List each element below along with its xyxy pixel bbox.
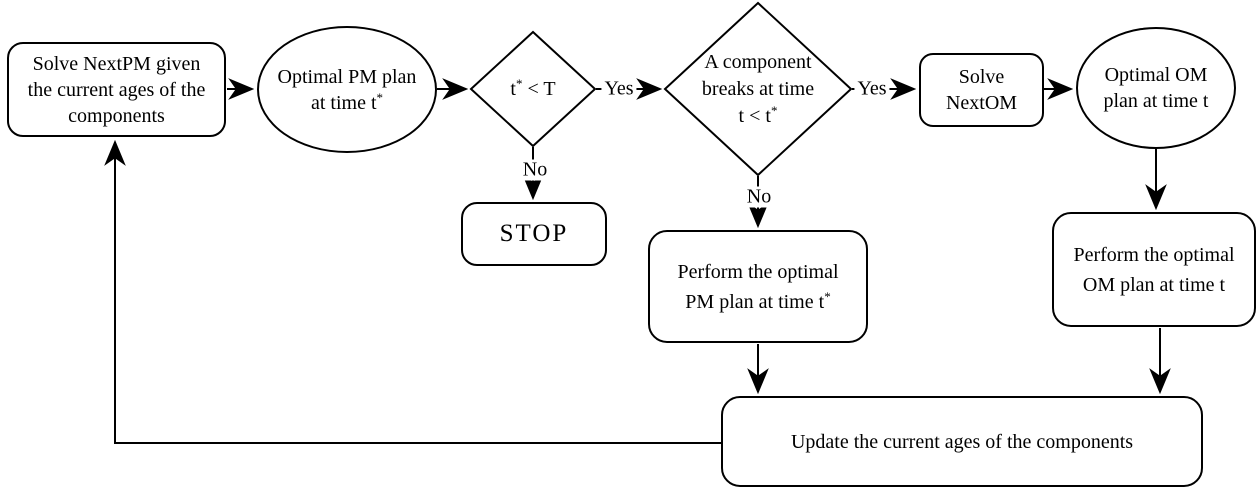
node-text-line: t* < T [510, 76, 555, 103]
node-solve-nextpm: Solve NextPM given the current ages of t… [7, 42, 226, 137]
node-text-line: breaks at time [701, 77, 815, 100]
node-text: < T [522, 77, 556, 100]
edge-label-yes: Yes [854, 78, 890, 100]
diamond-t-check [469, 30, 597, 148]
superscript-star: * [770, 102, 778, 118]
node-stop: STOP [461, 202, 607, 266]
node-text-line: Perform the optimal [677, 260, 839, 283]
edge-label-no: No [519, 159, 551, 181]
node-text: at time t [310, 91, 377, 114]
node-optimal-om-plan: Optimal OM plan at time t [1076, 27, 1236, 149]
edge-label-yes: Yes [601, 78, 637, 100]
node-text-line: NextOM [945, 92, 1018, 114]
node-text-line: PM plan at time t* [685, 287, 830, 317]
superscript-star: * [515, 75, 523, 91]
node-text-line: the current ages of the [27, 78, 206, 101]
node-text-line: A component [704, 50, 812, 73]
node-component-breaks-label: A component breaks at time t < t* [665, 3, 851, 175]
node-text-line: Optimal OM [1104, 64, 1208, 86]
node-text-line: Solve NextPM given [32, 52, 201, 75]
node-optimal-pm-plan: Optimal PM plan at time t* [257, 26, 437, 153]
node-text-line: t < t* [739, 103, 778, 130]
edge-update-feedback-to-solve-nextpm [104, 139, 721, 444]
node-text-line: plan at time t [1103, 90, 1209, 112]
node-text-line: STOP [499, 220, 569, 247]
superscript-star: * [376, 89, 384, 105]
node-text-line: at time t* [311, 90, 383, 116]
node-update-ages: Update the current ages of the component… [721, 396, 1203, 487]
node-t-check-label: t* < T [471, 32, 595, 146]
node-text-line: Perform the optimal [1073, 243, 1235, 266]
node-solve-nextom: Solve NextOM [919, 53, 1044, 127]
node-text: t < t [738, 104, 771, 127]
node-text-line: Solve [958, 66, 1005, 88]
edge-label-no: No [743, 186, 775, 208]
node-text-line: Update the current ages of the component… [790, 430, 1134, 453]
node-text-line: OM plan at time t [1082, 273, 1226, 296]
node-text: t [510, 77, 516, 100]
superscript-star: * [824, 288, 831, 304]
node-perform-pm: Perform the optimal PM plan at time t* [648, 230, 868, 343]
node-perform-om: Perform the optimal OM plan at time t [1052, 212, 1256, 327]
node-text-line: Optimal PM plan [277, 65, 417, 88]
node-text: PM plan at time t [685, 290, 825, 313]
node-text-line: components [68, 104, 165, 127]
diamond-component-breaks [663, 1, 853, 177]
